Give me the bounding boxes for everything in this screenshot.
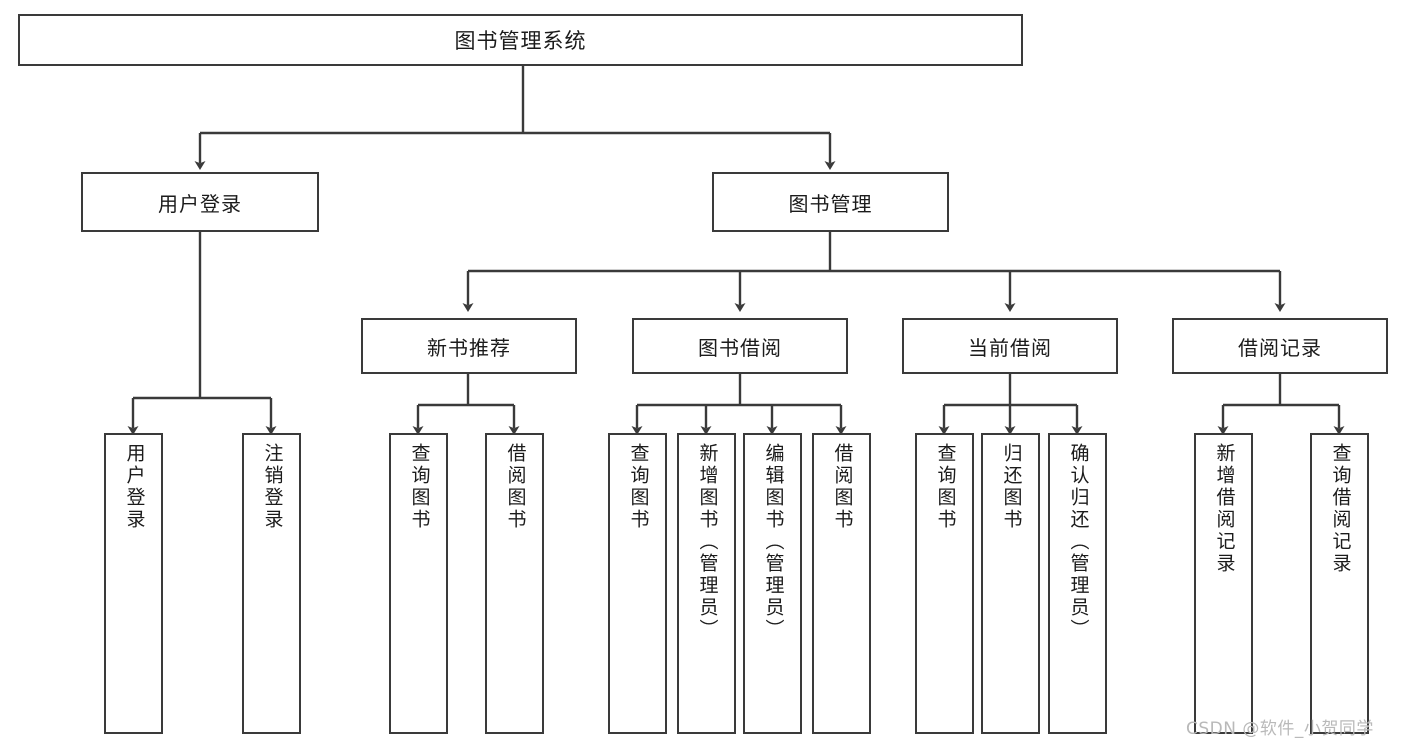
node-user-login-label: 用户登录 <box>158 191 242 216</box>
node-leaf-query-book-2-label: 查询图书 <box>627 443 650 531</box>
node-root-label: 图书管理系统 <box>454 29 587 53</box>
node-root[interactable]: 图书管理系统 <box>18 14 1023 66</box>
node-leaf-edit-book[interactable]: 编辑图书（管理员） <box>743 433 802 734</box>
node-leaf-query-book-3[interactable]: 查询图书 <box>915 433 974 734</box>
node-current-borrow-label: 当前借阅 <box>968 335 1052 360</box>
node-new-book-recommend[interactable]: 新书推荐 <box>361 318 577 374</box>
node-book-borrow[interactable]: 图书借阅 <box>632 318 848 374</box>
node-book-manage[interactable]: 图书管理 <box>712 172 949 232</box>
node-book-manage-label: 图书管理 <box>788 191 873 216</box>
node-user-login[interactable]: 用户登录 <box>81 172 319 232</box>
node-leaf-query-record-label: 查询借阅记录 <box>1329 443 1352 575</box>
node-leaf-logout-login-label: 注销登录 <box>261 443 284 531</box>
node-leaf-query-book-1-label: 查询图书 <box>408 443 431 531</box>
node-borrow-record-label: 借阅记录 <box>1238 335 1322 360</box>
csdn-watermark: CSDN @软件_小贺同学 <box>1186 719 1374 739</box>
node-leaf-add-book-label: 新增图书（管理员） <box>696 443 719 641</box>
node-leaf-query-book-3-label: 查询图书 <box>934 443 957 531</box>
node-leaf-confirm-return[interactable]: 确认归还（管理员） <box>1048 433 1107 734</box>
node-leaf-add-book[interactable]: 新增图书（管理员） <box>677 433 736 734</box>
node-leaf-query-book-2[interactable]: 查询图书 <box>608 433 667 734</box>
node-leaf-logout-login[interactable]: 注销登录 <box>242 433 301 734</box>
node-leaf-borrow-book-2[interactable]: 借阅图书 <box>812 433 871 734</box>
node-borrow-record[interactable]: 借阅记录 <box>1172 318 1388 374</box>
node-leaf-query-record[interactable]: 查询借阅记录 <box>1310 433 1369 734</box>
node-leaf-add-record-label: 新增借阅记录 <box>1213 443 1236 575</box>
node-leaf-borrow-book-1[interactable]: 借阅图书 <box>485 433 544 734</box>
node-leaf-edit-book-label: 编辑图书（管理员） <box>762 443 785 641</box>
node-leaf-return-book[interactable]: 归还图书 <box>981 433 1040 734</box>
node-book-borrow-label: 图书借阅 <box>698 335 782 360</box>
node-current-borrow[interactable]: 当前借阅 <box>902 318 1118 374</box>
node-leaf-query-book-1[interactable]: 查询图书 <box>389 433 448 734</box>
node-leaf-confirm-return-label: 确认归还（管理员） <box>1067 443 1090 641</box>
node-leaf-user-login-label: 用户登录 <box>123 443 146 531</box>
node-leaf-borrow-book-2-label: 借阅图书 <box>831 443 854 531</box>
node-leaf-return-book-label: 归还图书 <box>1000 443 1023 531</box>
node-leaf-user-login[interactable]: 用户登录 <box>104 433 163 734</box>
node-new-book-recommend-label: 新书推荐 <box>427 335 511 360</box>
node-leaf-borrow-book-1-label: 借阅图书 <box>504 443 527 531</box>
node-leaf-add-record[interactable]: 新增借阅记录 <box>1194 433 1253 734</box>
